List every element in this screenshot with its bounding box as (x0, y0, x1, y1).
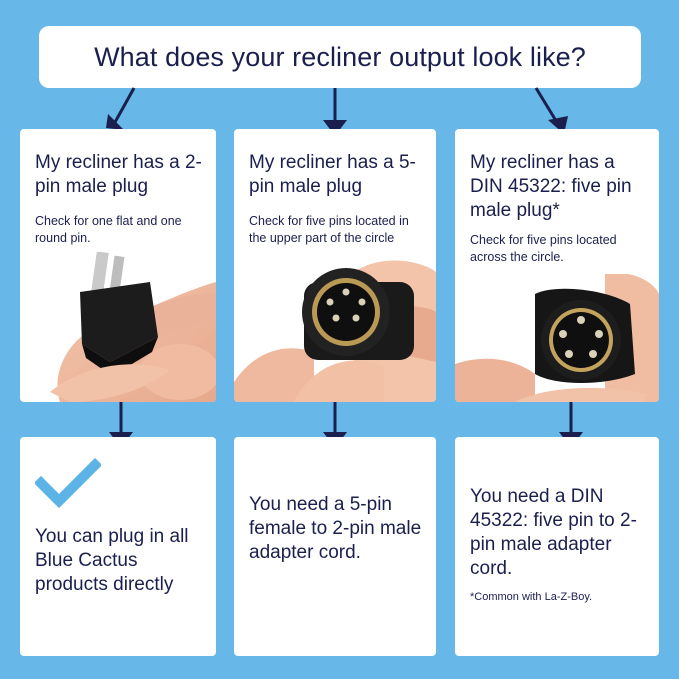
result-card-direct: You can plug in all Blue Cactus products… (20, 437, 216, 656)
result-text: You need a 5-pin female to 2-pin male ad… (249, 494, 422, 563)
card-din-plug: My recliner has a DIN 45322: five pin ma… (455, 129, 659, 402)
page-title: What does your recliner output look like… (94, 41, 586, 72)
card-heading: My recliner has a 5-pin male plug (249, 152, 416, 197)
two-pin-plug-photo (50, 252, 216, 402)
card-description: Check for one flat and one round pin. (35, 214, 182, 245)
five-pin-plug-photo (234, 260, 436, 402)
arrow-down-left-icon (106, 87, 136, 130)
result-text: You can plug in all Blue Cactus products… (35, 526, 189, 595)
checkmark-icon (35, 457, 101, 509)
din-plug-photo (455, 274, 659, 402)
card-description: Check for five pins located in the upper… (249, 214, 409, 245)
card-five-pin: My recliner has a 5-pin male plug Check … (234, 129, 436, 402)
result-card-din: You need a DIN 45322: five pin to 2-pin … (455, 437, 659, 656)
card-heading: My recliner has a DIN 45322: five pin ma… (470, 152, 632, 221)
arrow-down-icon (323, 88, 347, 136)
card-description: Check for five pins located across the c… (470, 233, 617, 264)
card-two-pin: My recliner has a 2-pin male plug Check … (20, 129, 216, 402)
footnote: *Common with La-Z-Boy. (470, 591, 593, 603)
card-heading: My recliner has a 2-pin male plug (35, 152, 202, 197)
title-banner: What does your recliner output look like… (39, 26, 641, 88)
result-text: You need a DIN 45322: five pin to 2-pin … (470, 486, 637, 579)
result-card-five-pin: You need a 5-pin female to 2-pin male ad… (234, 437, 436, 656)
